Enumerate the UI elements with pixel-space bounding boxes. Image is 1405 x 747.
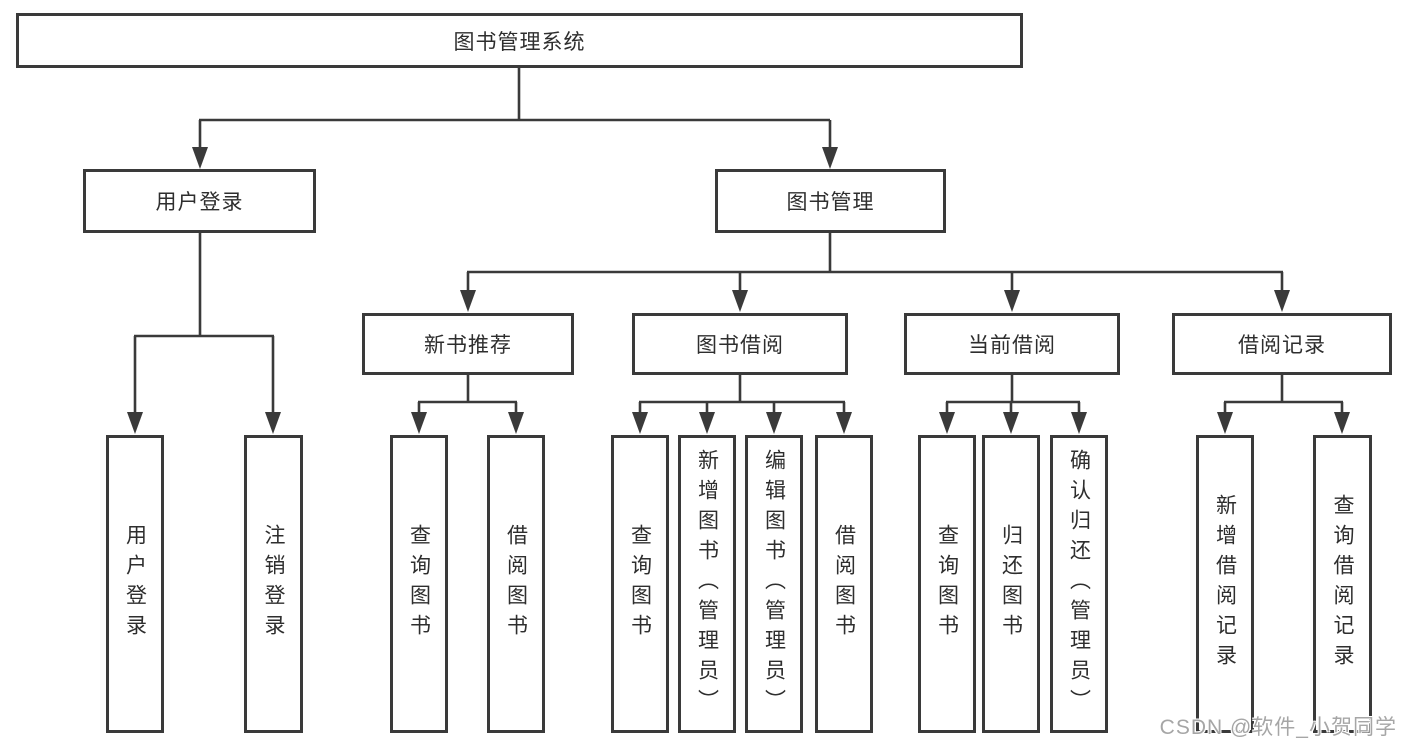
leaf-query-books-current-label: 查询图书	[935, 524, 959, 644]
leaf-edit-books-admin: 编辑图书（管理员）	[745, 435, 803, 733]
leaf-add-borrow-record-label: 新增借阅记录	[1213, 494, 1237, 674]
leaf-borrow-books-recommend-label: 借阅图书	[504, 524, 528, 644]
leaf-return-books: 归还图书	[982, 435, 1040, 733]
node-borrow-records: 借阅记录	[1172, 313, 1392, 375]
leaf-query-books-recommend-label: 查询图书	[407, 524, 431, 644]
leaf-logout-login-label: 注销登录	[262, 524, 285, 644]
node-current-borrow-label: 当前借阅	[968, 334, 1056, 357]
node-borrow-records-label: 借阅记录	[1238, 334, 1326, 357]
node-book-management: 图书管理	[715, 169, 946, 233]
connector-new-book-to-leaves	[411, 375, 524, 434]
node-book-borrow-label: 图书借阅	[696, 334, 784, 357]
connector-current-borrow-to-leaves	[939, 375, 1087, 434]
leaf-query-books-borrow-label: 查询图书	[628, 524, 652, 644]
node-library-system-label: 图书管理系统	[453, 30, 586, 54]
node-current-borrow: 当前借阅	[904, 313, 1120, 375]
leaf-confirm-return-admin-label: 确认归还（管理员）	[1067, 449, 1091, 719]
leaf-query-books-recommend: 查询图书	[390, 435, 448, 733]
node-user-login: 用户登录	[83, 169, 316, 233]
leaf-user-login-label: 用户登录	[123, 524, 147, 644]
leaf-confirm-return-admin: 确认归还（管理员）	[1050, 435, 1108, 733]
connector-book-mgmt-to-level3	[460, 233, 1290, 312]
node-new-book-recommend: 新书推荐	[362, 313, 574, 375]
node-new-book-recommend-label: 新书推荐	[424, 334, 512, 357]
node-user-login-label: 用户登录	[155, 191, 244, 214]
connector-book-borrow-to-leaves	[632, 375, 852, 434]
leaf-add-books-admin: 新增图书（管理员）	[678, 435, 736, 733]
leaf-borrow-books-label: 借阅图书	[832, 524, 856, 644]
leaf-query-books-borrow: 查询图书	[611, 435, 669, 733]
connector-user-login-to-leaves	[127, 233, 281, 434]
leaf-borrow-books: 借阅图书	[815, 435, 873, 733]
leaf-borrow-books-recommend: 借阅图书	[487, 435, 545, 733]
node-book-management-label: 图书管理	[786, 191, 875, 214]
leaf-logout-login: 注销登录	[244, 435, 303, 733]
connector-root-to-level2	[192, 68, 838, 169]
leaf-user-login: 用户登录	[106, 435, 164, 733]
leaf-add-borrow-record: 新增借阅记录	[1196, 435, 1254, 733]
connector-borrow-record-to-leaves	[1217, 375, 1350, 434]
leaf-add-books-admin-label: 新增图书（管理员）	[695, 449, 719, 719]
node-library-system: 图书管理系统	[16, 13, 1023, 68]
csdn-watermark: CSDN @软件_小贺同学	[1159, 716, 1397, 739]
leaf-edit-books-admin-label: 编辑图书（管理员）	[762, 449, 786, 719]
node-book-borrow: 图书借阅	[632, 313, 848, 375]
leaf-query-borrow-record-label: 查询借阅记录	[1331, 494, 1354, 674]
leaf-query-borrow-record: 查询借阅记录	[1313, 435, 1372, 733]
leaf-return-books-label: 归还图书	[999, 524, 1023, 644]
leaf-query-books-current: 查询图书	[918, 435, 976, 733]
